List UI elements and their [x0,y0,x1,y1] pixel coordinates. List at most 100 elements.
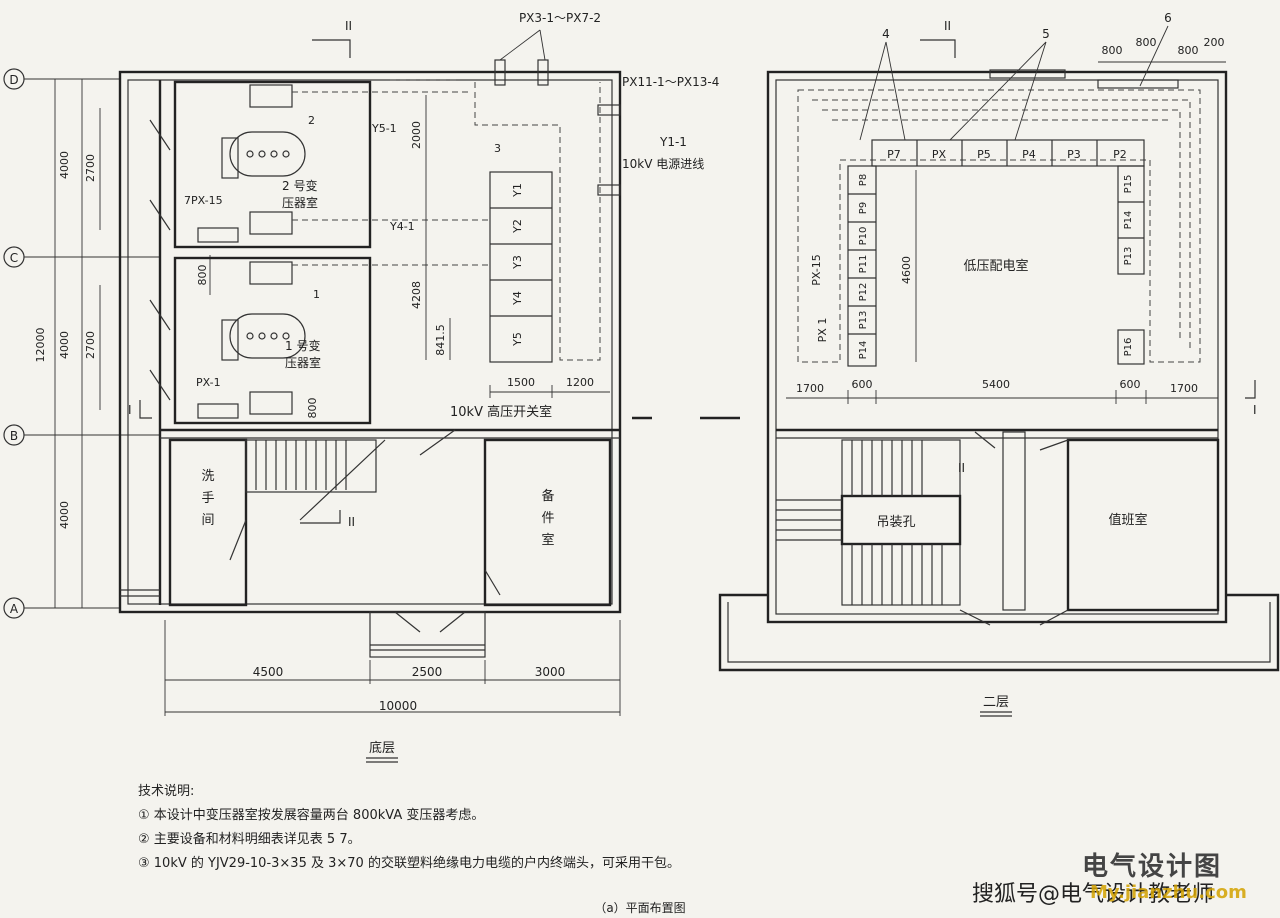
svg-text:II: II [944,19,951,33]
svg-text:4: 4 [882,27,890,41]
label-px-right: PX11-1～PX13-4 [622,75,719,89]
cabinet-y2: Y2 [511,219,524,234]
svg-text:P14: P14 [1123,211,1134,230]
cabinet-y1: Y1 [511,183,524,198]
svg-text:I: I [1253,403,1257,417]
watermark-line: 搜狐号@电气设计教老师 [972,876,1214,908]
svg-text:10000: 10000 [379,699,417,713]
svg-text:1 号变: 1 号变 [285,338,320,353]
svg-text:1500: 1500 [507,376,535,389]
svg-text:1700: 1700 [796,382,824,395]
svg-text:压器室: 压器室 [282,195,318,210]
svg-text:B: B [10,429,18,443]
svg-text:PX: PX [932,148,947,161]
label-incoming: 10kV 电源进线 [622,157,704,171]
svg-text:800: 800 [306,398,319,419]
svg-text:4000: 4000 [58,331,71,359]
label-duty-room: 值班室 [1108,512,1147,528]
cabinet-y5: Y5 [511,332,524,347]
svg-text:C: C [10,251,18,265]
svg-text:2 号变: 2 号变 [282,178,317,193]
lv-panels-top [871,139,1145,167]
svg-text:P5: P5 [977,148,991,161]
second-floor-plan: 吊装孔 值班室 P7 PX P5 P4 P3 P2 P8 P9 P10 [632,11,1280,717]
svg-text:800: 800 [1136,36,1157,49]
technical-notes: 技术说明: ① 本设计中变压器室按发展容量两台 800kVA 变压器考虑。 ② … [138,780,898,876]
svg-text:I: I [128,403,132,417]
watermark-text: 搜狐号@电气设计教老师 [972,882,1215,907]
svg-text:P8: P8 [858,174,869,186]
svg-text:P11: P11 [858,255,869,274]
svg-text:Y4-1: Y4-1 [389,220,415,233]
label-switch-room: 10kV 高压开关室 [450,404,552,420]
svg-text:800: 800 [1178,44,1199,57]
svg-text:件: 件 [541,511,554,526]
svg-text:800: 800 [1102,44,1123,57]
svg-text:1700: 1700 [1170,382,1198,395]
transformer-1 [221,261,306,415]
svg-text:D: D [9,73,18,87]
svg-text:841.5: 841.5 [434,324,447,356]
svg-text:P16: P16 [1123,338,1134,357]
svg-text:2000: 2000 [410,121,423,149]
svg-text:2700: 2700 [84,154,97,182]
label-lv-room: 低压配电室 [963,258,1028,274]
svg-text:Y5-1: Y5-1 [371,122,397,135]
svg-text:II: II [958,461,965,475]
transformer-room-2 [173,80,372,249]
note-1: ① 本设计中变压器室按发展容量两台 800kVA 变压器考虑。 [138,808,485,823]
svg-text:A: A [10,602,19,616]
figure-caption: （a）平面布置图 [594,901,685,915]
svg-text:4500: 4500 [253,665,284,679]
svg-text:6: 6 [1164,11,1172,25]
svg-text:2: 2 [308,114,315,127]
svg-text:200: 200 [1204,36,1225,49]
hv-switchgear [489,171,553,363]
svg-text:P13: P13 [858,311,869,330]
label-hoist: 吊装孔 [876,515,915,530]
svg-text:4000: 4000 [58,501,71,529]
watermark-brand: 电气设计图 [1082,852,1223,882]
watermark-site: My.jianzhu.com [1090,882,1247,903]
ground-caption: 底层 [369,740,395,756]
svg-text:3000: 3000 [535,665,566,679]
svg-text:3: 3 [494,142,501,155]
svg-text:5: 5 [1042,27,1050,41]
lv-panels-right [1117,165,1145,275]
svg-text:P12: P12 [858,283,869,302]
balcony [718,593,1280,672]
svg-text:P13: P13 [1123,247,1134,266]
label-y1-1: Y1-1 [659,135,687,149]
cabinet-y3: Y3 [511,255,524,270]
svg-text:4000: 4000 [58,151,71,179]
svg-text:5400: 5400 [982,378,1010,391]
svg-text:600: 600 [1120,378,1141,391]
notes-title: 技术说明: [138,784,195,799]
svg-text:II: II [348,515,355,529]
cabinet-y4: Y4 [511,291,524,306]
ground-stair [245,439,386,521]
transformer-room-1 [173,256,372,425]
svg-text:P4: P4 [1022,148,1036,161]
duty-room [1066,438,1220,612]
second-stair [776,439,962,606]
svg-text:P3: P3 [1067,148,1081,161]
axis-grid: D C B A [3,68,211,619]
svg-text:PX-15: PX-15 [810,254,823,286]
svg-text:7PX-15: 7PX-15 [184,194,223,207]
transformer-2 [221,84,306,235]
svg-text:PX 1: PX 1 [816,318,829,343]
svg-text:1200: 1200 [566,376,594,389]
svg-text:2500: 2500 [412,665,443,679]
svg-text:P2: P2 [1113,148,1127,161]
svg-text:600: 600 [852,378,873,391]
svg-text:备: 备 [541,488,554,504]
svg-text:室: 室 [541,532,554,548]
svg-text:P14: P14 [858,341,869,360]
entrance-steps [369,611,486,658]
svg-text:1: 1 [313,288,320,301]
svg-text:P15: P15 [1123,175,1134,194]
lv-panels-left [847,165,877,367]
svg-text:4208: 4208 [410,281,423,309]
note-3: ③ 10kV 的 YJV29-10-3×35 及 3×70 的交联塑料绝缘电力电… [138,856,680,871]
